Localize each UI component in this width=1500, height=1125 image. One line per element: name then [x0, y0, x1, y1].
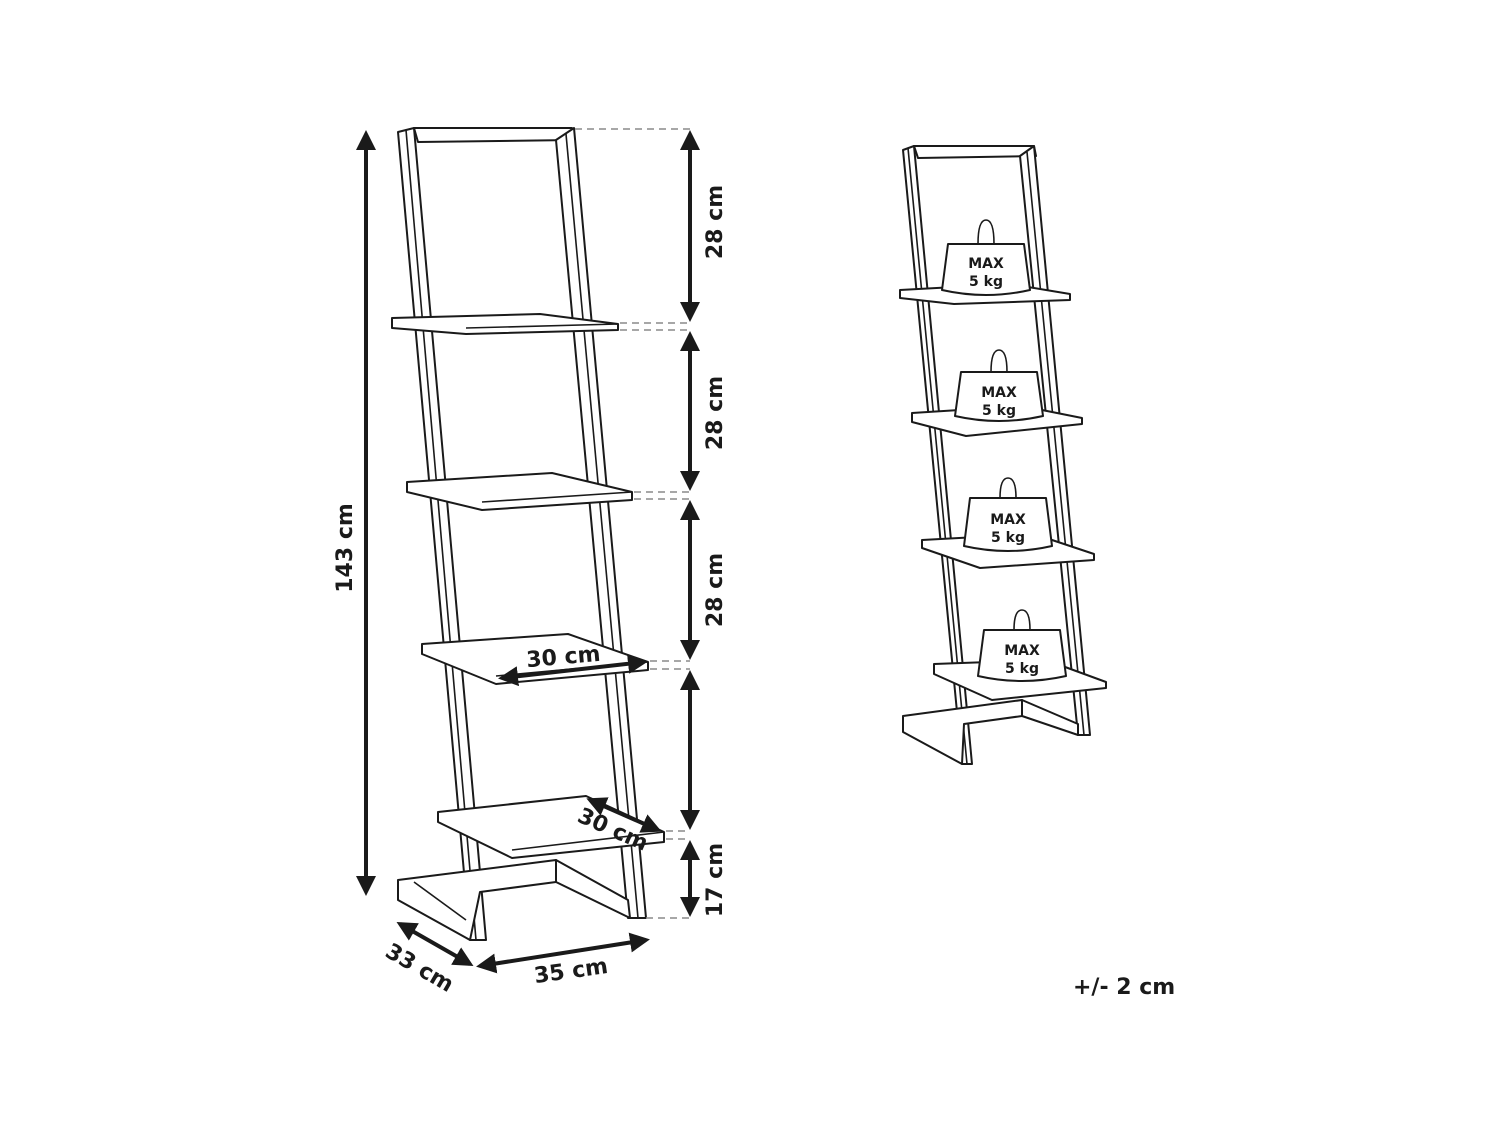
base-depth-label: 33 cm: [381, 939, 458, 998]
base-depth-arrow: [396, 922, 474, 966]
weight-label-kg: 5 kg: [1005, 661, 1039, 677]
weight-icon: MAX 5 kg: [941, 219, 1031, 296]
weight-label-kg: 5 kg: [982, 403, 1016, 419]
total-height-label: 143 cm: [333, 503, 358, 593]
shelf-1: [391, 313, 619, 335]
interval-label-5: 17 cm: [703, 843, 728, 917]
interval-label-1: 28 cm: [703, 185, 728, 259]
shelf-width-arrow: [498, 653, 648, 687]
tolerance-note: +/- 2 cm: [1073, 975, 1176, 1000]
base-width-label: 35 cm: [533, 954, 610, 989]
shelf-2: [406, 472, 633, 511]
weight-label-kg: 5 kg: [969, 274, 1003, 290]
weight-icon: MAX 5 kg: [963, 477, 1053, 552]
weight-label-max: MAX: [981, 385, 1017, 401]
weight-label-max: MAX: [1004, 643, 1040, 659]
weight-icon: MAX 5 kg: [954, 349, 1044, 422]
interval-label-3: 28 cm: [703, 553, 728, 627]
weight-label-max: MAX: [968, 256, 1004, 272]
weight-label-kg: 5 kg: [991, 530, 1025, 546]
weight-label-max: MAX: [990, 512, 1026, 528]
interval-label-2: 28 cm: [703, 376, 728, 450]
weight-icon: MAX 5 kg: [977, 609, 1067, 682]
right-shelf-drawing: MAX 5 kg MAX 5 kg MAX 5 kg MAX 5 kg: [899, 145, 1107, 765]
shelf-depth-arrow: [586, 797, 662, 833]
left-shelf-drawing: 28 cm 28 cm 28 cm 17 cm 143 cm 30 cm 30 …: [333, 127, 728, 998]
base-width-arrow: [476, 932, 650, 974]
base: [902, 699, 1023, 765]
